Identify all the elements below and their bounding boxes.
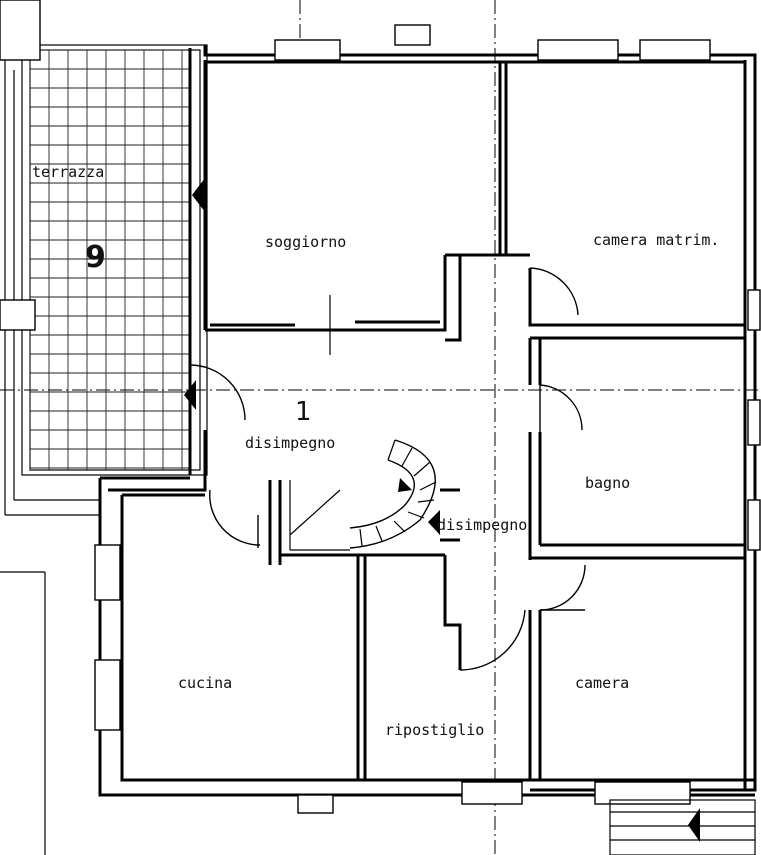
label-disimpegno-main: disimpegno <box>245 434 335 452</box>
label-cucina: cucina <box>178 674 232 692</box>
label-terrazza-number: 9 <box>85 240 106 275</box>
label-camera-matrim: camera matrim. <box>593 231 719 249</box>
label-bagno: bagno <box>585 474 630 492</box>
entry-arrows <box>184 178 700 842</box>
label-camera: camera <box>575 674 629 692</box>
label-soggiorno: soggiorno <box>265 233 346 251</box>
doors <box>189 267 586 671</box>
label-disimpegno-number: 1 <box>295 397 312 427</box>
label-terrazza: terrazza <box>32 163 104 181</box>
label-ripostiglio: ripostiglio <box>385 721 484 739</box>
windows <box>0 0 761 814</box>
spiral-staircase <box>289 439 437 551</box>
label-disimpegno-small: disimpegno <box>437 516 527 534</box>
interior-walls <box>122 62 745 780</box>
terrace-tiles <box>4 44 208 516</box>
room-labels: terrazza 9 soggiorno camera matrim. 1 di… <box>32 163 719 739</box>
exterior-steps <box>609 799 756 855</box>
